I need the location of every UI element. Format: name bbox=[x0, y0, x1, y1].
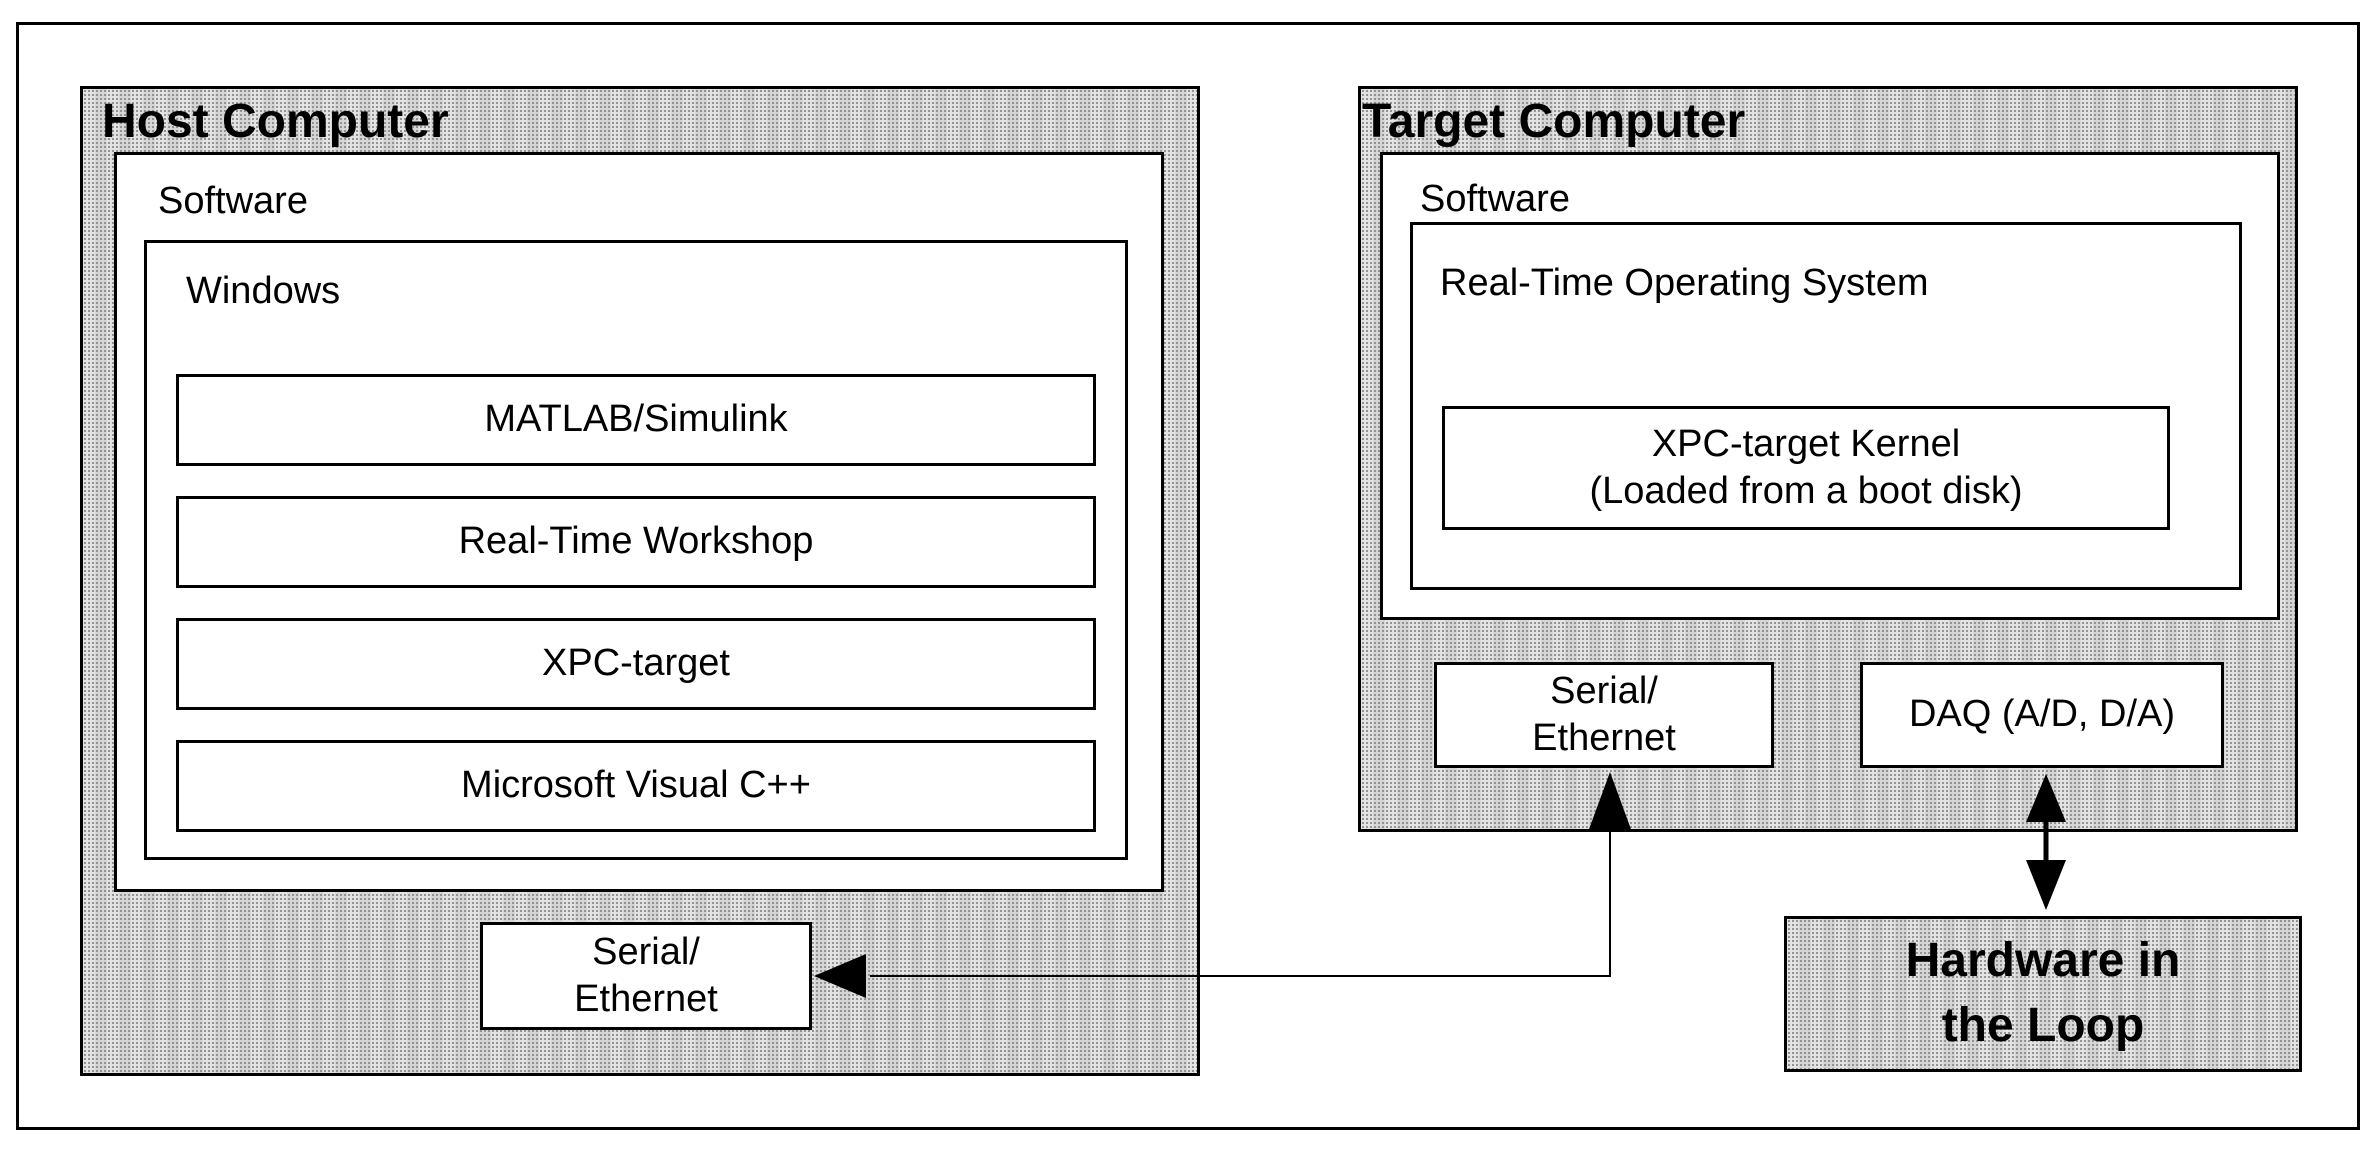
target-comm-line-1: Serial/ bbox=[1550, 669, 1658, 712]
daq-box: DAQ (A/D, D/A) bbox=[1860, 662, 2224, 768]
host-serial-ethernet-box: Serial/ Ethernet bbox=[480, 922, 812, 1030]
target-rtos-label: Real-Time Operating System bbox=[1440, 262, 1929, 304]
kernel-line-2: (Loaded from a boot disk) bbox=[1589, 470, 2023, 512]
target-computer-title: Target Computer bbox=[1362, 95, 1746, 148]
real-time-workshop-box: Real-Time Workshop bbox=[176, 496, 1096, 588]
host-software-label: Software bbox=[158, 180, 308, 222]
host-comm-line-1: Serial/ bbox=[592, 930, 700, 973]
target-software-label: Software bbox=[1420, 178, 1570, 220]
kernel-line-1: XPC-target Kernel bbox=[1651, 422, 1961, 465]
hardware-in-the-loop-box: Hardware in the Loop bbox=[1784, 916, 2302, 1072]
host-windows-label: Windows bbox=[186, 270, 341, 312]
figure-border bbox=[16, 22, 2360, 1130]
matlab-simulink-box: MATLAB/Simulink bbox=[176, 374, 1096, 466]
hardware-line-1: Hardware in bbox=[1905, 934, 2181, 988]
host-comm-line-2: Ethernet bbox=[574, 978, 718, 1020]
xpc-target-kernel-box: XPC-target Kernel (Loaded from a boot di… bbox=[1442, 406, 2170, 530]
xpc-target-box: XPC-target bbox=[176, 618, 1096, 710]
hardware-line-2: the Loop bbox=[1941, 999, 2145, 1052]
visual-cpp-box: Microsoft Visual C++ bbox=[176, 740, 1096, 832]
host-computer-title: Host Computer bbox=[102, 95, 449, 148]
target-comm-line-2: Ethernet bbox=[1532, 717, 1676, 759]
target-serial-ethernet-box: Serial/ Ethernet bbox=[1434, 662, 1774, 768]
